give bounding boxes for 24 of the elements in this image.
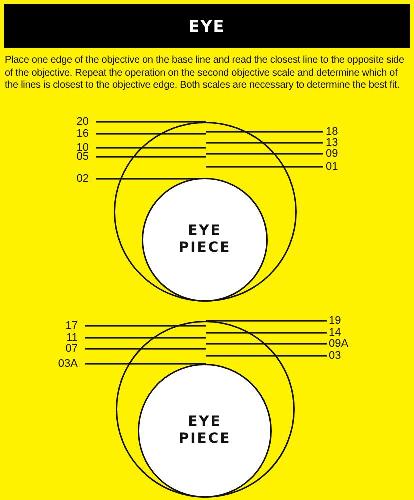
eyepiece-circle	[138, 364, 272, 498]
scale-number: 14	[329, 327, 342, 339]
scale-number: 02	[76, 173, 89, 185]
scale-number: 03A	[58, 358, 78, 370]
scale-number: 09A	[329, 338, 349, 350]
scale-number: 13	[326, 137, 338, 149]
title: EYE	[188, 16, 226, 36]
scale-number: 17	[66, 320, 78, 332]
scale-number: 20	[76, 116, 89, 128]
eyepiece-label: EYE PIECE	[178, 223, 232, 257]
scale-number: 07	[66, 343, 78, 355]
outer-circle	[114, 122, 297, 302]
eyepiece-label: EYE PIECE	[178, 414, 232, 448]
scale-number: 09	[326, 148, 338, 160]
scale-number: 19	[329, 315, 342, 327]
outer-circle	[116, 321, 295, 498]
scale-number: 16	[76, 128, 89, 140]
scale-number: 05	[76, 151, 89, 163]
scale-number: 11	[66, 332, 78, 344]
scale-number: 01	[326, 161, 338, 173]
scale-number: 03	[329, 350, 342, 362]
instructions-text: Place one edge of the objective on the base line and read the closest line to the opposite side of the objective. Repeat the operation on the second objective scale and determine which of the lines is closest to the objective edge. Both scales are necessary to determine the best fit.	[5, 55, 406, 92]
scale-number: 18	[326, 126, 338, 138]
eyepiece-circle	[142, 178, 268, 302]
